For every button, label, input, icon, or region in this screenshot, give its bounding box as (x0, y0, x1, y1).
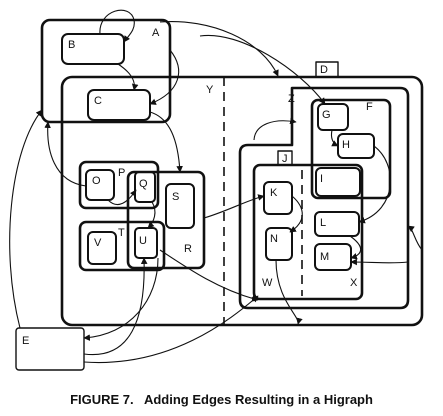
edge-D-Z (407, 225, 423, 251)
edge-O-Q (107, 189, 137, 205)
label-Z: Z (288, 93, 295, 105)
label-N: N (270, 233, 278, 245)
label-O: O (92, 175, 101, 187)
label-X: X (350, 277, 358, 289)
label-H: H (342, 139, 350, 151)
blob-B (61, 33, 125, 65)
edge-B-self (99, 9, 135, 43)
label-I: I (320, 173, 323, 185)
edge-B-C (117, 63, 139, 91)
label-C: C (94, 95, 102, 107)
edge-T-W (159, 249, 259, 302)
blob-E (15, 327, 85, 371)
blob-S (165, 183, 195, 229)
blob-F (310, 98, 392, 200)
label-G: G (322, 109, 331, 121)
label-Y: Y (206, 84, 214, 96)
edge-N-D (275, 259, 303, 325)
label-A: A (152, 27, 160, 39)
label-U: U (139, 235, 147, 247)
blob-N (265, 227, 293, 261)
blob-V (87, 231, 117, 265)
blob-Z (238, 86, 410, 310)
blob-G (317, 103, 349, 131)
blob-D-tab (315, 61, 339, 78)
label-D: D (320, 64, 328, 76)
edge-H-L (358, 145, 391, 224)
blob-K (263, 181, 293, 215)
blob-A (40, 18, 172, 124)
blob-J-tab (277, 150, 293, 166)
label-T: T (118, 227, 125, 239)
label-S: S (172, 191, 179, 203)
edge-E-J (83, 295, 259, 364)
label-R: R (184, 243, 192, 255)
blob-J (252, 163, 364, 301)
blob-D (60, 75, 424, 327)
label-F: F (366, 101, 373, 113)
edge-Z-F (253, 117, 297, 141)
edge-K-N (289, 195, 303, 233)
edge-L-M (349, 235, 362, 260)
label-Q: Q (139, 178, 148, 190)
blob-T (78, 220, 166, 272)
label-W: W (262, 277, 273, 289)
edge-Q-U (147, 201, 156, 229)
edge-U-E (83, 257, 159, 341)
edge-A-D (159, 20, 279, 77)
label-P: P (118, 167, 125, 179)
edge-A-C (149, 49, 180, 105)
blob-I (315, 167, 361, 197)
blob-R (126, 170, 206, 270)
edge-E-U (83, 257, 148, 356)
edge-G-H (330, 129, 339, 147)
label-M: M (320, 251, 329, 263)
label-J: J (282, 153, 288, 165)
edge-C-R (149, 111, 183, 173)
label-V: V (94, 237, 102, 249)
edge-E-A (9, 109, 43, 329)
blob-O (85, 169, 115, 201)
edge-R-K (203, 194, 265, 219)
label-L: L (320, 217, 326, 229)
label-E: E (22, 335, 29, 347)
edge-X-M (350, 258, 409, 266)
blob-C (87, 89, 151, 121)
blob-L (314, 211, 360, 237)
label-B: B (68, 39, 75, 51)
label-K: K (270, 187, 278, 199)
figure-caption: FIGURE 7. Adding Edges Resulting in a Hi… (70, 392, 373, 407)
edge-O-A (44, 121, 87, 187)
edge-A-G (199, 34, 326, 105)
